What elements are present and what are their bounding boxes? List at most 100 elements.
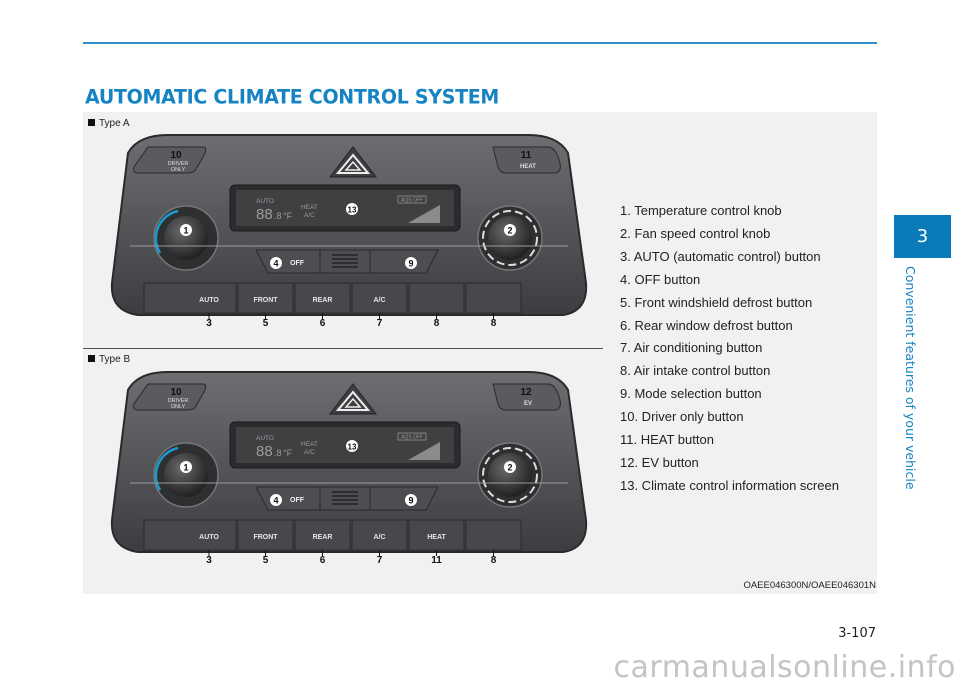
legend-item: 3. AUTO (automatic control) button xyxy=(620,248,821,264)
svg-text:ONLY: ONLY xyxy=(171,167,186,173)
page-title: AUTOMATIC CLIMATE CONTROL SYSTEM xyxy=(85,85,500,109)
bottom-button-5: 8 xyxy=(465,519,522,565)
fan-speed-knob: 2 xyxy=(477,442,543,508)
mode-button: 9 xyxy=(369,249,439,274)
svg-text:88: 88 xyxy=(256,206,273,223)
svg-text:AUTO: AUTO xyxy=(256,435,274,442)
temperature-knob: 1 xyxy=(153,205,219,271)
top-right-button: 11 HEAT xyxy=(492,146,561,174)
component-legend: 1. Temperature control knob 2. Fan speed… xyxy=(620,200,839,498)
svg-text:DRIVER: DRIVER xyxy=(168,398,189,404)
svg-text:10: 10 xyxy=(170,150,182,161)
hazard-button xyxy=(328,383,378,415)
off-button: 4 OFF xyxy=(255,486,321,511)
svg-text:5: 5 xyxy=(263,318,269,328)
svg-text:88: 88 xyxy=(256,443,273,460)
legend-item: 11. HEAT button xyxy=(620,432,714,448)
top-rule xyxy=(83,42,877,44)
climate-panel-type-b: 10 DRIVER ONLY 12 EV AUTO 88 .8 °F HEAT … xyxy=(108,370,588,565)
bottom-button-0: AUTO 3 xyxy=(143,519,237,565)
svg-text:2: 2 xyxy=(507,463,512,473)
legend-item: 9. Mode selection button xyxy=(620,386,762,402)
legend-item: 7. Air conditioning button xyxy=(620,340,763,356)
svg-text:3: 3 xyxy=(206,318,212,328)
bottom-button-1: FRONT 5 xyxy=(237,519,294,565)
vent-grille xyxy=(319,249,371,274)
svg-text:REAR: REAR xyxy=(313,297,333,304)
svg-text:HEAT: HEAT xyxy=(301,204,318,211)
bottom-button-3: A/C 7 xyxy=(351,282,408,328)
svg-text:13: 13 xyxy=(348,206,357,215)
driver-only-button: 10 DRIVER ONLY xyxy=(133,146,207,174)
legend-item: 8. Air intake control button xyxy=(620,363,771,379)
svg-text:AUTO: AUTO xyxy=(199,297,219,304)
fan-speed-knob: 2 xyxy=(477,205,543,271)
figure-code: OAEE046300N/OAEE046301N xyxy=(743,580,876,591)
svg-text:1: 1 xyxy=(183,463,188,473)
bottom-button-2: REAR 6 xyxy=(294,282,351,328)
bottom-button-0: AUTO 3 xyxy=(143,282,237,328)
watermark: carmanualsonline.info xyxy=(613,650,956,685)
svg-text:OFF: OFF xyxy=(290,497,305,504)
svg-text:OFF: OFF xyxy=(290,260,305,267)
svg-text:8: 8 xyxy=(434,318,440,328)
hazard-button xyxy=(328,146,378,178)
chapter-title: Convenient features of your vehicle xyxy=(903,266,918,490)
svg-text:4: 4 xyxy=(273,259,278,269)
svg-text:AUTO: AUTO xyxy=(199,534,219,541)
svg-text:°F: °F xyxy=(283,211,293,221)
svg-text:8: 8 xyxy=(491,318,497,328)
climate-panel-type-a: 10 DRIVER ONLY 11 HEAT AUTO 88 .8 °F HEA… xyxy=(108,133,588,328)
svg-text:HEAT: HEAT xyxy=(301,441,318,448)
temperature-knob: 1 xyxy=(153,442,219,508)
svg-text:5: 5 xyxy=(263,555,269,565)
legend-item: 5. Front windshield defrost button xyxy=(620,294,813,310)
svg-text:9: 9 xyxy=(408,496,413,506)
square-bullet-icon xyxy=(88,355,95,362)
svg-text:10: 10 xyxy=(170,387,182,398)
svg-text:DRIVER: DRIVER xyxy=(168,161,189,167)
climate-info-screen: AUTO 88 .8 °F HEAT A/C 13 AQS OFF xyxy=(229,184,461,232)
svg-text:A/C: A/C xyxy=(373,297,385,304)
legend-item: 4. OFF button xyxy=(620,271,701,287)
svg-text:6: 6 xyxy=(320,318,326,328)
svg-text:7: 7 xyxy=(377,318,383,328)
bottom-button-1: FRONT 5 xyxy=(237,282,294,328)
svg-text:.8: .8 xyxy=(274,211,282,221)
svg-text:3: 3 xyxy=(206,555,212,565)
svg-text:7: 7 xyxy=(377,555,383,565)
bottom-button-3: A/C 7 xyxy=(351,519,408,565)
svg-text:REAR: REAR xyxy=(313,534,333,541)
svg-text:FRONT: FRONT xyxy=(253,534,278,541)
svg-text:8: 8 xyxy=(491,555,497,565)
type-a-label-text: Type A xyxy=(99,118,130,129)
legend-item: 10. Driver only button xyxy=(620,409,744,425)
svg-text:1: 1 xyxy=(183,226,188,236)
svg-text:4: 4 xyxy=(273,496,278,506)
top-right-button: 12 EV xyxy=(492,383,561,411)
svg-text:A/C: A/C xyxy=(304,449,315,456)
legend-item: 1. Temperature control knob xyxy=(620,203,782,218)
figure-divider xyxy=(83,348,603,349)
bottom-button-4: HEAT 11 xyxy=(408,519,465,565)
vent-grille xyxy=(319,486,371,511)
chapter-tab: 3 xyxy=(894,215,951,258)
svg-text:AQS OFF: AQS OFF xyxy=(401,435,423,441)
svg-text:12: 12 xyxy=(520,387,532,398)
svg-text:11: 11 xyxy=(431,555,442,565)
square-bullet-icon xyxy=(88,119,95,126)
page-number: 3-107 xyxy=(838,626,876,641)
svg-text:FRONT: FRONT xyxy=(253,297,278,304)
bottom-button-2: REAR 6 xyxy=(294,519,351,565)
type-a-label: Type A xyxy=(88,118,130,129)
mode-button: 9 xyxy=(369,486,439,511)
svg-text:ONLY: ONLY xyxy=(171,404,186,410)
svg-text:HEAT: HEAT xyxy=(427,534,446,541)
legend-item: 2. Fan speed control knob xyxy=(620,225,771,241)
svg-text:6: 6 xyxy=(320,555,326,565)
svg-text:9: 9 xyxy=(408,259,413,269)
svg-text:13: 13 xyxy=(348,443,357,452)
svg-text:EV: EV xyxy=(524,401,532,407)
svg-text:AUTO: AUTO xyxy=(256,198,274,205)
legend-item: 13. Climate control information screen xyxy=(620,477,839,493)
